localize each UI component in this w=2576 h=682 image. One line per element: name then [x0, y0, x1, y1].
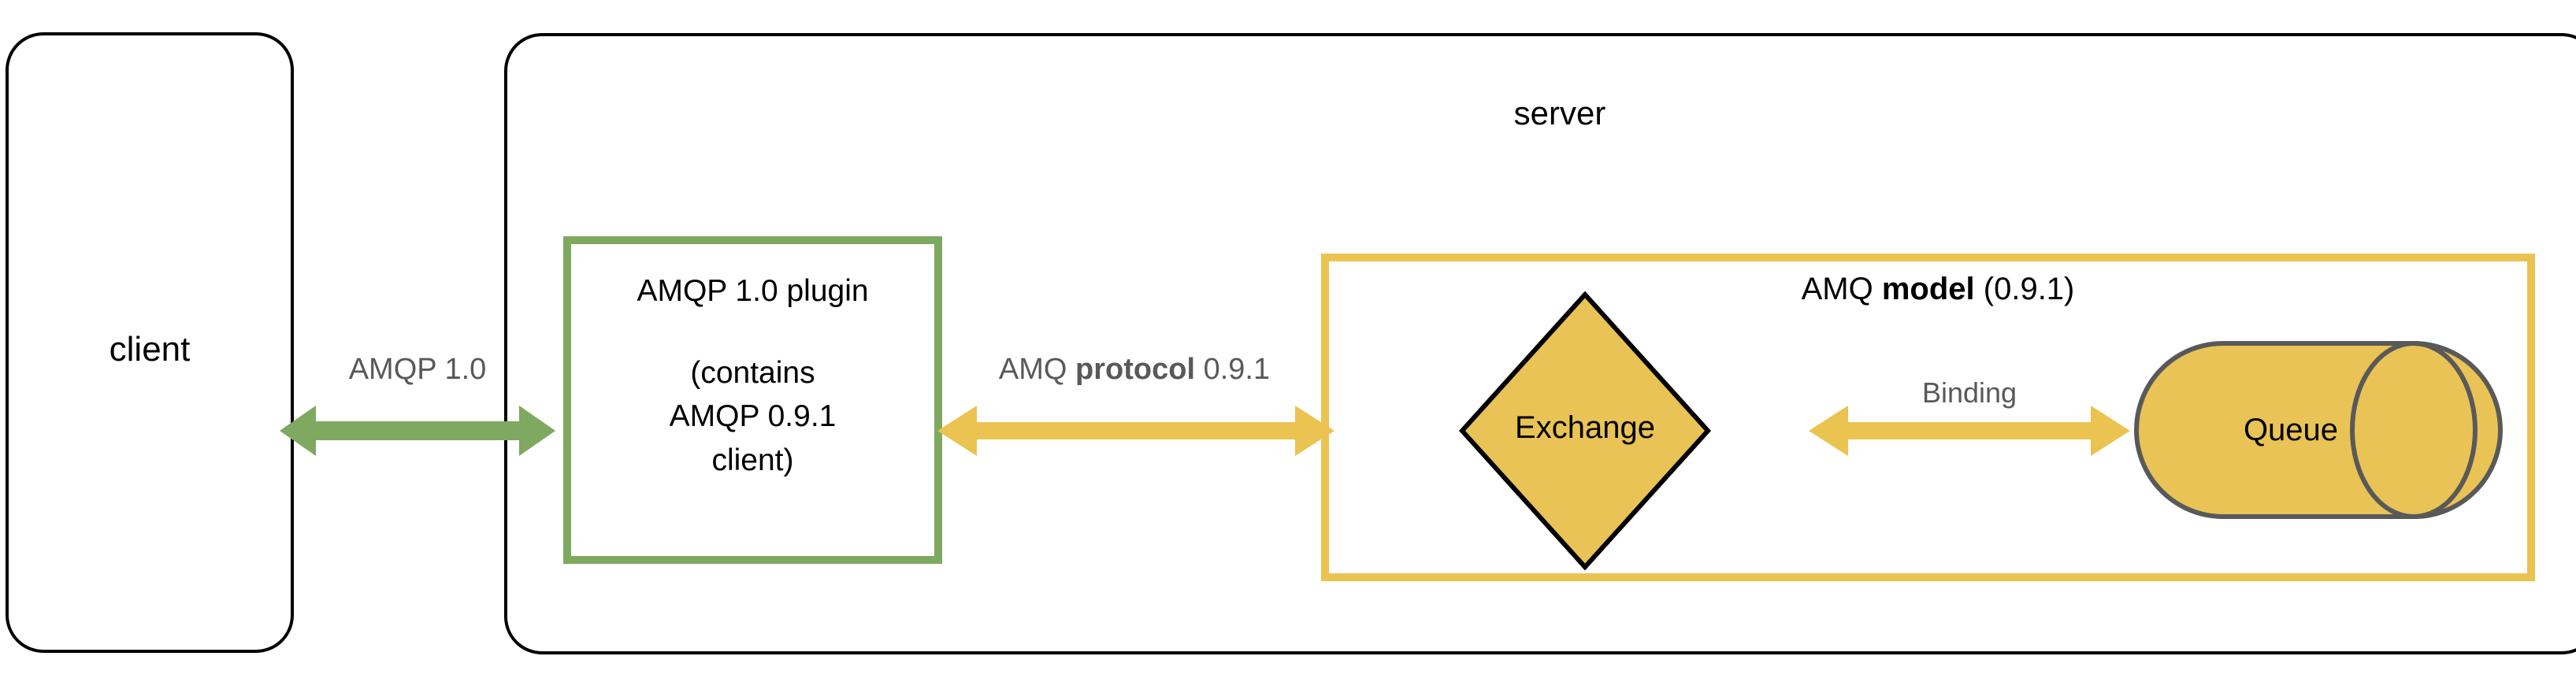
amq-protocol-label-bold: protocol	[1075, 353, 1196, 386]
plugin-subtitle: (contains AMQP 0.9.1 client)	[670, 351, 837, 482]
plugin-title: AMQP 1.0 plugin	[637, 274, 869, 308]
amq-protocol-label-prefix: AMQ	[998, 353, 1076, 386]
plugin-subtitle-line-2: AMQP 0.9.1	[669, 399, 837, 434]
amqp10-bidirectional-arrow	[280, 406, 555, 456]
amq-model-label: AMQ model (0.9.1)	[1717, 272, 2158, 307]
server-label: server	[1513, 95, 1606, 132]
amqp10-plugin-box: AMQP 1.0 plugin (contains AMQP 0.9.1 cli…	[563, 236, 942, 564]
binding-connection-label: Binding	[1921, 376, 2017, 409]
amq-model-box	[1321, 254, 2535, 581]
exchange-diamond-shape	[1459, 291, 1711, 570]
server-container	[504, 33, 2576, 654]
amq-model-label-suffix: (0.9.1)	[1974, 272, 2075, 306]
queue-cylinder-shape	[2134, 341, 2503, 519]
plugin-subtitle-line-3: client)	[711, 443, 794, 477]
client-container	[6, 32, 294, 653]
amq-model-label-bold: model	[1881, 272, 1975, 306]
amq-model-label-prefix: AMQ	[1801, 272, 1882, 306]
plugin-subtitle-line-1: (contains	[690, 356, 815, 390]
amq-protocol-bidirectional-arrow	[937, 406, 1334, 456]
exchange-label: Exchange	[1515, 410, 1655, 445]
amqp10-connection-label: AMQP 1.0	[348, 353, 487, 386]
amq-protocol-connection-label: AMQ protocol 0.9.1	[890, 353, 1379, 387]
amq-protocol-label-suffix: 0.9.1	[1195, 353, 1271, 386]
queue-label: Queue	[2243, 413, 2339, 447]
binding-bidirectional-arrow	[1809, 406, 2130, 456]
client-label: client	[109, 330, 191, 369]
